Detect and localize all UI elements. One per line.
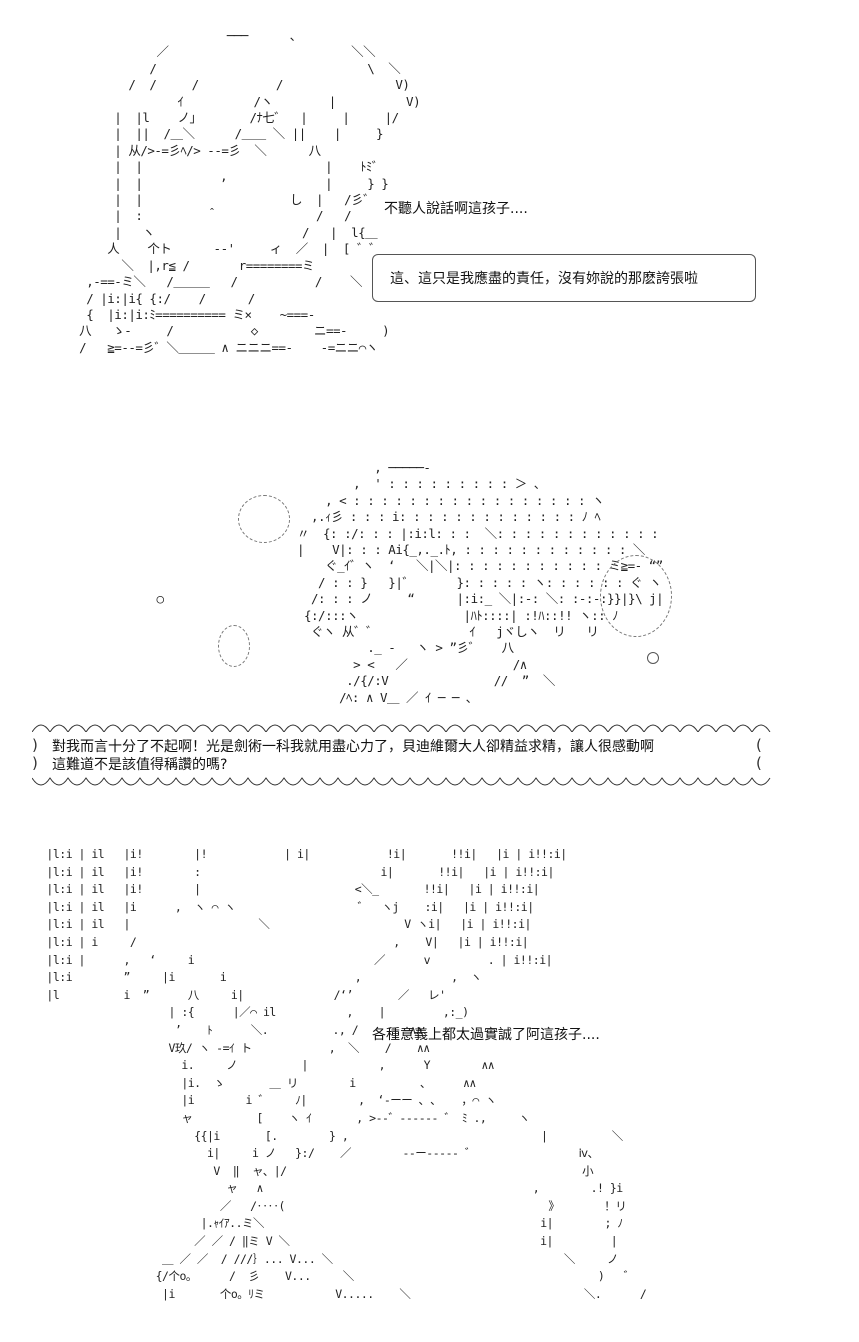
- bubble-decoration: [238, 495, 290, 543]
- scallop-side-right: (: [756, 754, 762, 772]
- dialog-line-2b: 這難道不是該值得稱讚的嗎?: [52, 757, 228, 773]
- ascii-art-character-3: |l:i | il |i! |! | i| !i| !!i| |i | i!!:…: [46, 847, 647, 1301]
- scallop-border-bottom: [32, 777, 771, 786]
- panel-3: |l:i | il |i! |! | i| !i| !!i| |i | i!!:…: [0, 820, 859, 1342]
- speech-bubble-1: [372, 254, 756, 302]
- bubble-decoration: [600, 555, 672, 637]
- narration-line-1: 不聽人說話啊這孩子....: [384, 201, 528, 217]
- dialog-line-2a: 對我而言十分了不起啊！光是劍術一科我就用盡心力了，貝迪維爾大人卻精益求精，讓人很…: [52, 739, 654, 755]
- scallop-side-left: ): [32, 736, 38, 754]
- panel-2: , ─────- , ' : : : : : : : : : ＞ 、 , < :…: [0, 420, 859, 820]
- scallop-border-top: [32, 724, 771, 732]
- bubble-decoration: [647, 652, 659, 664]
- panel-1: ─── ､ ／ ＼＼ / \ ＼ / / / / V) ｲ /: [0, 0, 859, 420]
- scallop-side-left: ): [32, 754, 38, 772]
- narration-line-3: 各種意義上都太過實誠了阿這孩子....: [372, 1027, 600, 1043]
- ascii-art-character-2: , ─────- , ' : : : : : : : : : ＞ 、 , < :…: [156, 460, 664, 705]
- ascii-art-character-1: ─── ､ ／ ＼＼ / \ ＼ / / / / V) ｲ /: [79, 28, 421, 355]
- scallop-side-right: (: [756, 736, 762, 754]
- dialog-line-1: 這、這只是我應盡的責任，沒有妳說的那麽誇張啦: [390, 271, 698, 287]
- bubble-decoration: [218, 625, 250, 667]
